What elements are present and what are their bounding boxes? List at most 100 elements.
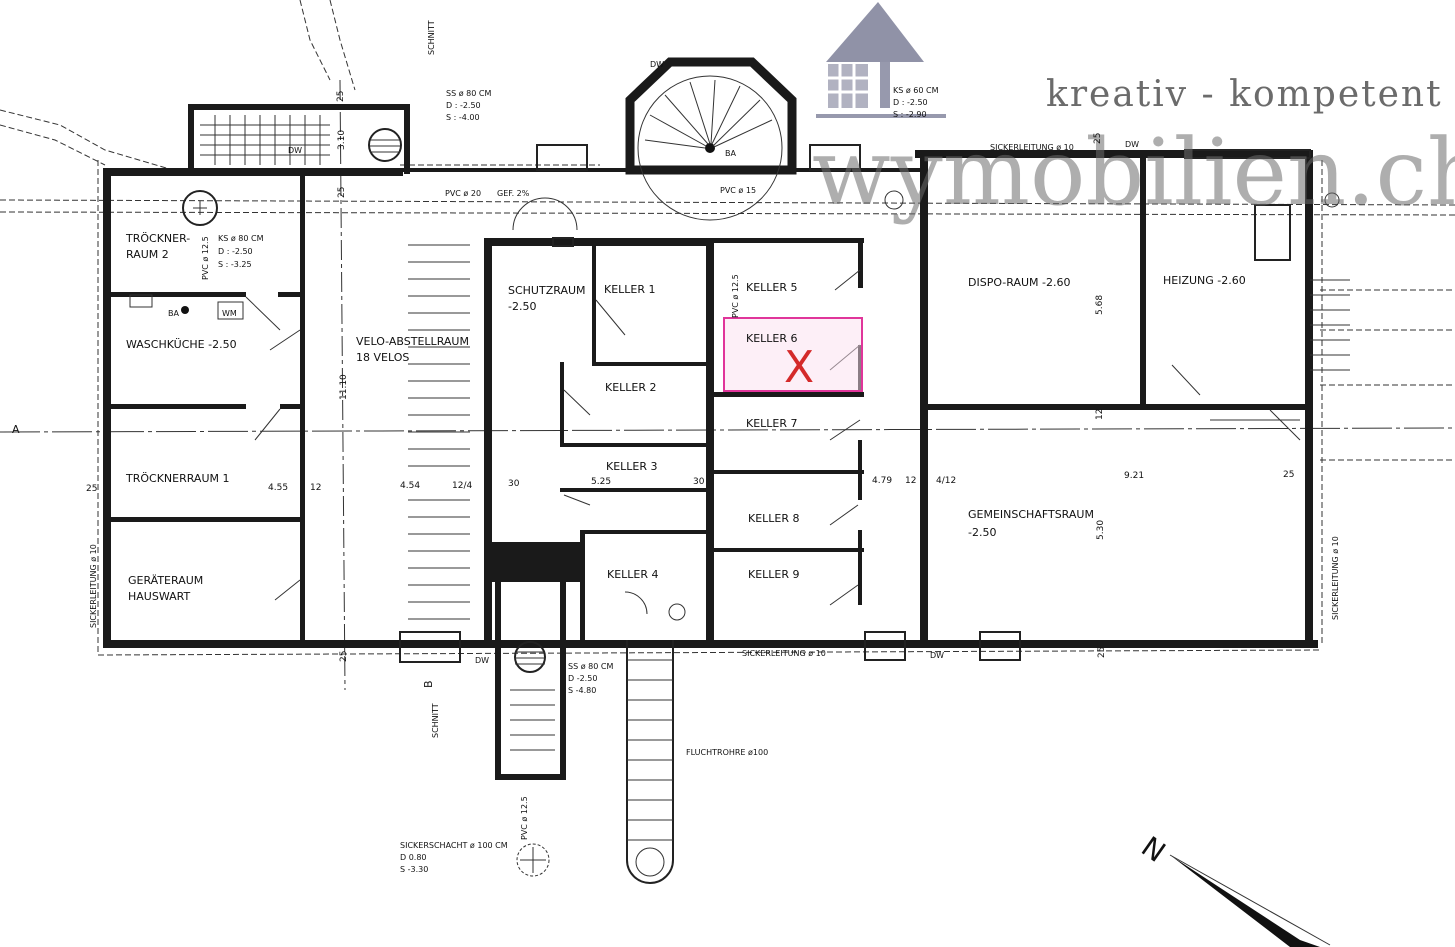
- pvc-125-keller: PVC ø 12.5: [731, 274, 740, 318]
- sickerschacht-1: SICKERSCHACHT ø 100 CM: [400, 841, 508, 850]
- brand-domain: wymobilien.ch: [812, 119, 1455, 226]
- dim-30a: 30: [508, 479, 520, 489]
- room-keller-9: KELLER 9: [748, 568, 800, 581]
- spiral-stair: [625, 57, 797, 221]
- schnitt-top: SCHNITT: [427, 20, 436, 55]
- room-dispo: DISPO-RAUM -2.60: [968, 276, 1071, 289]
- dim-25d: 25: [336, 91, 346, 102]
- dimensions: 25 4.55 12 4.54 12/4 30 5.25 30 4.79 12 …: [86, 91, 1294, 662]
- dw-label-2: DW: [650, 60, 664, 69]
- room-heizung: HEIZUNG -2.60: [1163, 274, 1246, 287]
- ss-bottom-2: D -2.50: [568, 674, 597, 683]
- site-lines: [0, 0, 1455, 691]
- interior-walls-east: [884, 158, 1350, 648]
- dim-412: 4/12: [936, 476, 956, 486]
- dim-30b: 30: [693, 477, 705, 487]
- dim-25b: 25: [1283, 470, 1294, 480]
- interior-walls-middle: [484, 238, 714, 884]
- dim-568: 5.68: [1095, 295, 1105, 315]
- room-keller-8: KELLER 8: [748, 512, 800, 525]
- keller-6-mark: X: [784, 342, 814, 393]
- sickerleitung-right: SICKERLEITUNG ø 10: [1331, 536, 1340, 620]
- dim-12a: 12: [310, 483, 321, 493]
- sickerschacht-3: S -3.30: [400, 865, 428, 874]
- room-waschkueche: WASCHKÜCHE -2.50: [126, 338, 237, 351]
- room-velo-line2: 18 VELOS: [356, 351, 409, 364]
- room-trocknerraum-2-line1: TRÖCKNER-: [125, 232, 190, 245]
- dim-12c: 12: [1095, 409, 1105, 420]
- wm-label: WM: [222, 309, 237, 318]
- dim-1110: 11.10: [339, 374, 349, 400]
- room-keller-4: KELLER 4: [607, 568, 659, 581]
- room-keller-5: KELLER 5: [746, 281, 798, 294]
- stair-top: [200, 115, 402, 165]
- ss-top-1: SS ø 80 CM: [446, 89, 491, 98]
- window-wells: [399, 144, 1311, 663]
- pvc-125-left: PVC ø 12.5: [201, 236, 210, 280]
- dim-530: 5.30: [1096, 520, 1106, 540]
- interior-walls-left: [111, 176, 305, 646]
- dw-label-3: DW: [1125, 140, 1139, 149]
- technical-annotations: KS ø 80 CM D : -2.50 S : -3.25 SS ø 80 C…: [12, 20, 1340, 874]
- brand-logo: [816, 2, 946, 118]
- room-geraeteraum-line1: GERÄTERAUM: [128, 574, 203, 587]
- fluchtrohre: FLUCHTROHRE ø100: [686, 748, 768, 757]
- dim-25a: 25: [86, 484, 97, 494]
- dim-25c: 25: [1097, 647, 1107, 658]
- ks-left-1: KS ø 80 CM: [218, 234, 264, 243]
- dim-25e: 25: [337, 187, 347, 198]
- room-velo-line1: VELO-ABSTELLRAUM: [356, 335, 469, 348]
- ss-top-3: S : -4.00: [446, 113, 480, 122]
- room-geraeteraum-line2: HAUSWART: [128, 590, 190, 603]
- dw-label-1: DW: [288, 146, 302, 155]
- room-keller-2: KELLER 2: [605, 381, 657, 394]
- dim-455: 4.55: [268, 483, 288, 493]
- north-arrow: N: [1135, 830, 1331, 947]
- ks-left-3: S : -3.25: [218, 260, 252, 269]
- schnitt-bottom: SCHNITT: [431, 703, 440, 738]
- room-schutzraum-line2: -2.50: [508, 300, 536, 313]
- sickerleitung-top: SICKERLEITUNG ø 10: [990, 143, 1074, 152]
- room-gemeinschaft-line2: -2.50: [968, 526, 996, 539]
- dw-label-4: DW: [475, 656, 489, 665]
- dim-124: 12/4: [452, 481, 472, 491]
- room-keller-1: KELLER 1: [604, 283, 656, 296]
- gef: GEF. 2%: [497, 189, 530, 198]
- ss-top-2: D : -2.50: [446, 101, 481, 110]
- dim-25f: 25: [1093, 133, 1103, 144]
- north-label: N: [1135, 830, 1171, 869]
- pvc-15: PVC ø 15: [720, 186, 756, 195]
- ks-top-right-1: KS ø 60 CM: [893, 86, 939, 95]
- room-keller-7: KELLER 7: [746, 417, 798, 430]
- ks-left-2: D : -2.50: [218, 247, 253, 256]
- sickerleitung-bottom: SICKERLEITUNG ø 10: [742, 649, 826, 658]
- room-keller-6: KELLER 6: [746, 332, 798, 345]
- ss-bottom-1: SS ø 80 CM: [568, 662, 613, 671]
- ss-bottom-3: S -4.80: [568, 686, 596, 695]
- dim-454: 4.54: [400, 481, 420, 491]
- fixtures: [129, 190, 686, 877]
- ks-top-right-3: S : -2.90: [893, 110, 927, 119]
- room-trocknerraum-2-line2: RAUM 2: [126, 248, 169, 261]
- ks-top-right-2: D : -2.50: [893, 98, 928, 107]
- dim-479: 4.79: [872, 476, 892, 486]
- velo-racks: [408, 244, 470, 620]
- dim-12b: 12: [905, 476, 916, 486]
- dim-25g: 25: [339, 651, 349, 662]
- dim-310: 3.10: [337, 130, 347, 150]
- sickerschacht-2: D 0.80: [400, 853, 427, 862]
- room-keller-3: KELLER 3: [606, 460, 658, 473]
- room-gemeinschaft-line1: GEMEINSCHAFTSRAUM: [968, 508, 1094, 521]
- schnitt-b-label: B: [422, 680, 435, 688]
- room-schutzraum-line1: SCHUTZRAUM: [508, 284, 586, 297]
- brand-tagline: kreativ - kompetent: [1046, 74, 1443, 115]
- dim-525: 5.25: [591, 477, 611, 487]
- keller-6-highlight: [723, 317, 863, 392]
- dw-label-5: DW: [930, 651, 944, 660]
- sickerleitung-left: SICKERLEITUNG ø 10: [89, 544, 98, 628]
- pvc-125-bottom: PVC ø 12.5: [520, 796, 529, 840]
- room-trocknerraum-1: TRÖCKNERRAUM 1: [125, 472, 230, 485]
- ba-label-2: BA: [725, 149, 736, 158]
- room-labels: TRÖCKNER- RAUM 2 WASCHKÜCHE -2.50 TRÖCKN…: [125, 232, 1246, 603]
